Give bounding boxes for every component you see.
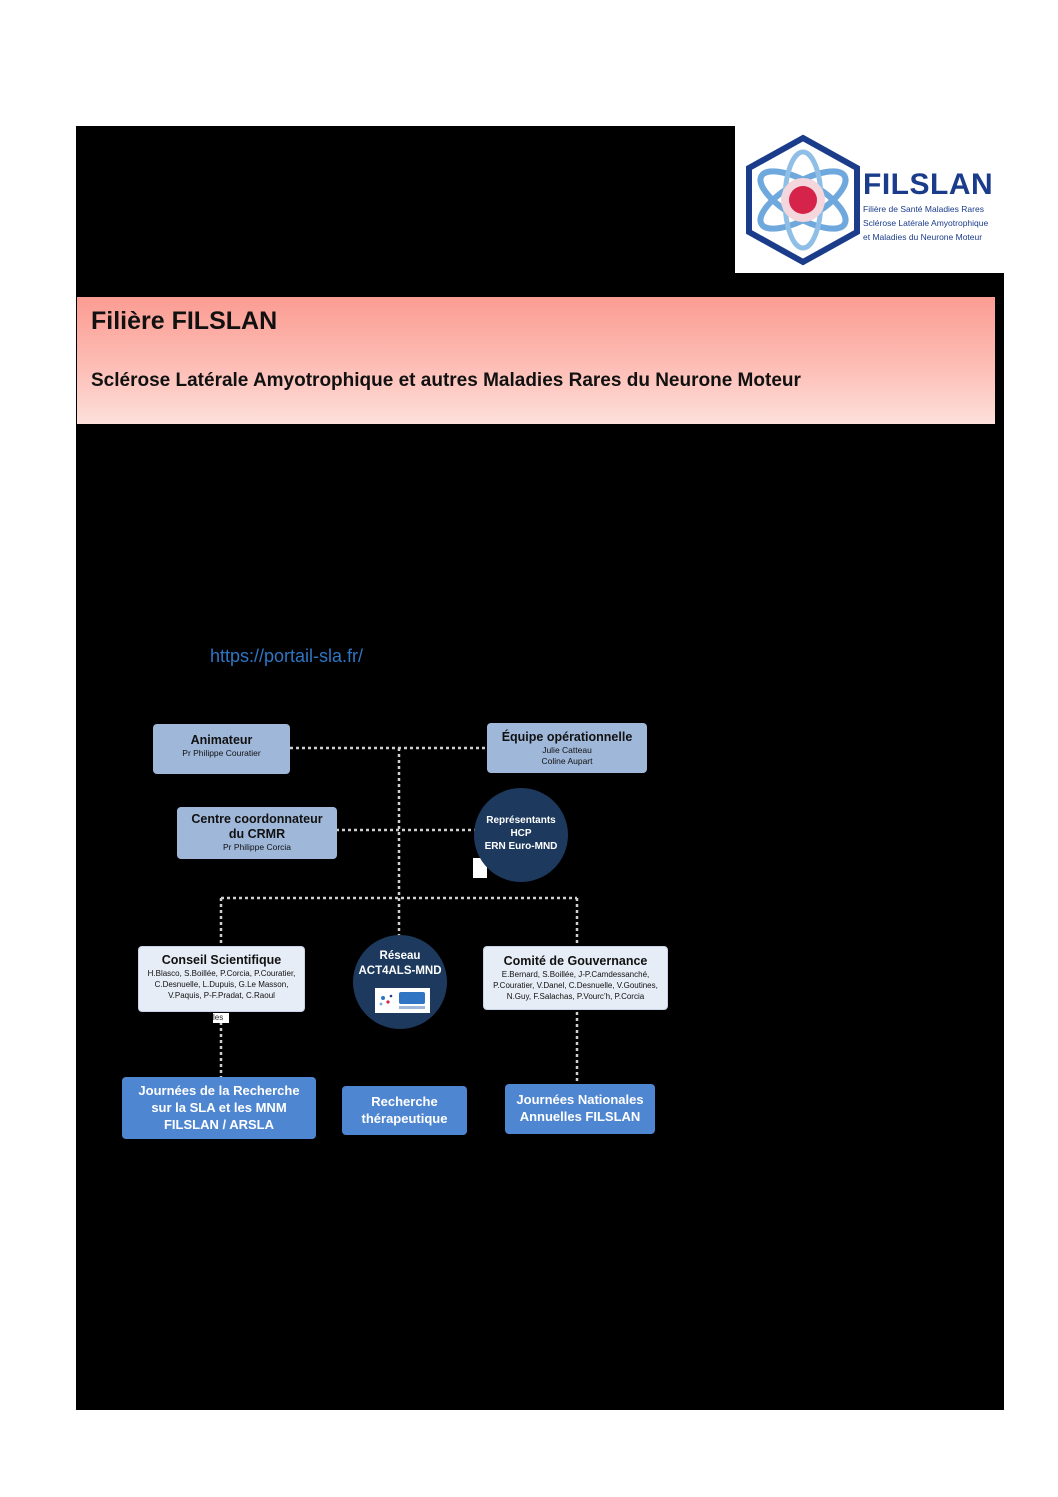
logo-subtitle-1: Filière de Santé Maladies Rares <box>863 204 984 214</box>
journees-nationales-line-2: Annuelles FILSLAN <box>519 1109 641 1124</box>
representants-circle: Représentants HCP ERN Euro-MND <box>474 788 568 882</box>
centre-title-2: du CRMR <box>228 827 286 841</box>
conseil-box: Conseil Scientifique H.Blasco, S.Boillée… <box>138 946 305 1012</box>
recherche-line-1: Recherche <box>371 1094 438 1109</box>
recherche-line-2: thérapeutique <box>361 1111 448 1126</box>
filslan-logo: FILSLAN Filière de Santé Maladies Rares … <box>735 126 1004 273</box>
conseil-title: Conseil Scientifique <box>161 953 282 967</box>
conseil-members-1: H.Blasco, S.Boillée, P.Corcia, P.Courati… <box>147 969 296 978</box>
conseil-members-3: V.Paquis, P-F.Pradat, C.Raoul <box>168 991 275 1000</box>
journees-recherche-line-3: FILSLAN / ARSLA <box>163 1117 274 1132</box>
comite-members-3: N.Guy, F.Salachas, P.Vourc’h, P.Corcia <box>506 992 645 1001</box>
equipe-name-1: Julie Catteau <box>542 745 592 755</box>
journees-recherche-line-1: Journées de la Recherche <box>138 1083 300 1098</box>
conseil-tag: les <box>213 1013 229 1023</box>
logo-name: FILSLAN <box>863 168 994 201</box>
reseau-circle: Réseau ACT4ALS-MND <box>353 935 447 1029</box>
centre-name: Pr Philippe Corcia <box>222 842 292 852</box>
centre-title-1: Centre coordonnateur <box>191 812 323 826</box>
logo-subtitle-3: et Maladies du Neurone Moteur <box>863 232 983 242</box>
reseau-line-2: ACT4ALS-MND <box>358 965 442 977</box>
representants-line-2: HCP <box>510 828 532 839</box>
banner-title: Filière FILSLAN <box>91 307 278 335</box>
journees-nationales-box: Journées Nationales Annuelles FILSLAN <box>505 1084 655 1134</box>
banner-subtitle: Sclérose Latérale Amyotrophique et autre… <box>91 370 801 391</box>
journees-nationales-line-1: Journées Nationales <box>516 1092 644 1107</box>
title-banner: Filière FILSLAN Sclérose Latérale Amyotr… <box>77 297 995 424</box>
journees-recherche-line-2: sur la SLA et les MNM <box>151 1100 287 1115</box>
representants-line-1: Représentants <box>486 815 556 826</box>
centre-box: Centre coordonnateur du CRMR Pr Philippe… <box>177 807 337 859</box>
recherche-box: Recherche thérapeutique <box>342 1086 467 1135</box>
journees-recherche-box: Journées de la Recherche sur la SLA et l… <box>122 1077 316 1139</box>
act4als-logo <box>375 988 430 1013</box>
animateur-name: Pr Philippe Couratier <box>182 748 261 758</box>
logo-text: FILSLAN Filière de Santé Maladies Rares … <box>863 168 994 243</box>
comite-box: Comité de Gouvernance E.Bernard, S.Boill… <box>483 946 668 1010</box>
conseil-members-2: C.Desnuelle, L.Dupuis, G.Le Masson, <box>154 980 289 989</box>
animateur-box: Animateur Pr Philippe Couratier <box>153 724 290 774</box>
representants-line-3: ERN Euro-MND <box>484 841 558 852</box>
comite-members-1: E.Bernard, S.Boillée, J-P.Camdessanché, <box>501 970 650 979</box>
atom-hexagon-icon <box>746 134 860 266</box>
logo-subtitle-2: Sclérose Latérale Amyotrophique <box>863 218 989 228</box>
equipe-name-2: Coline Aupart <box>541 756 593 766</box>
equipe-box: Équipe opérationnelle Julie Catteau Coli… <box>487 723 647 773</box>
animateur-title: Animateur <box>190 733 253 747</box>
equipe-title: Équipe opérationnelle <box>501 730 633 744</box>
comite-title: Comité de Gouvernance <box>503 954 648 968</box>
portal-link[interactable]: https://portail-sla.fr/ <box>210 646 364 666</box>
act4als-logo-icon <box>379 992 425 1009</box>
comite-members-2: P.Couratier, V.Danel, C.Desnuelle, V.Gou… <box>493 981 658 990</box>
reseau-line-1: Réseau <box>379 950 421 962</box>
